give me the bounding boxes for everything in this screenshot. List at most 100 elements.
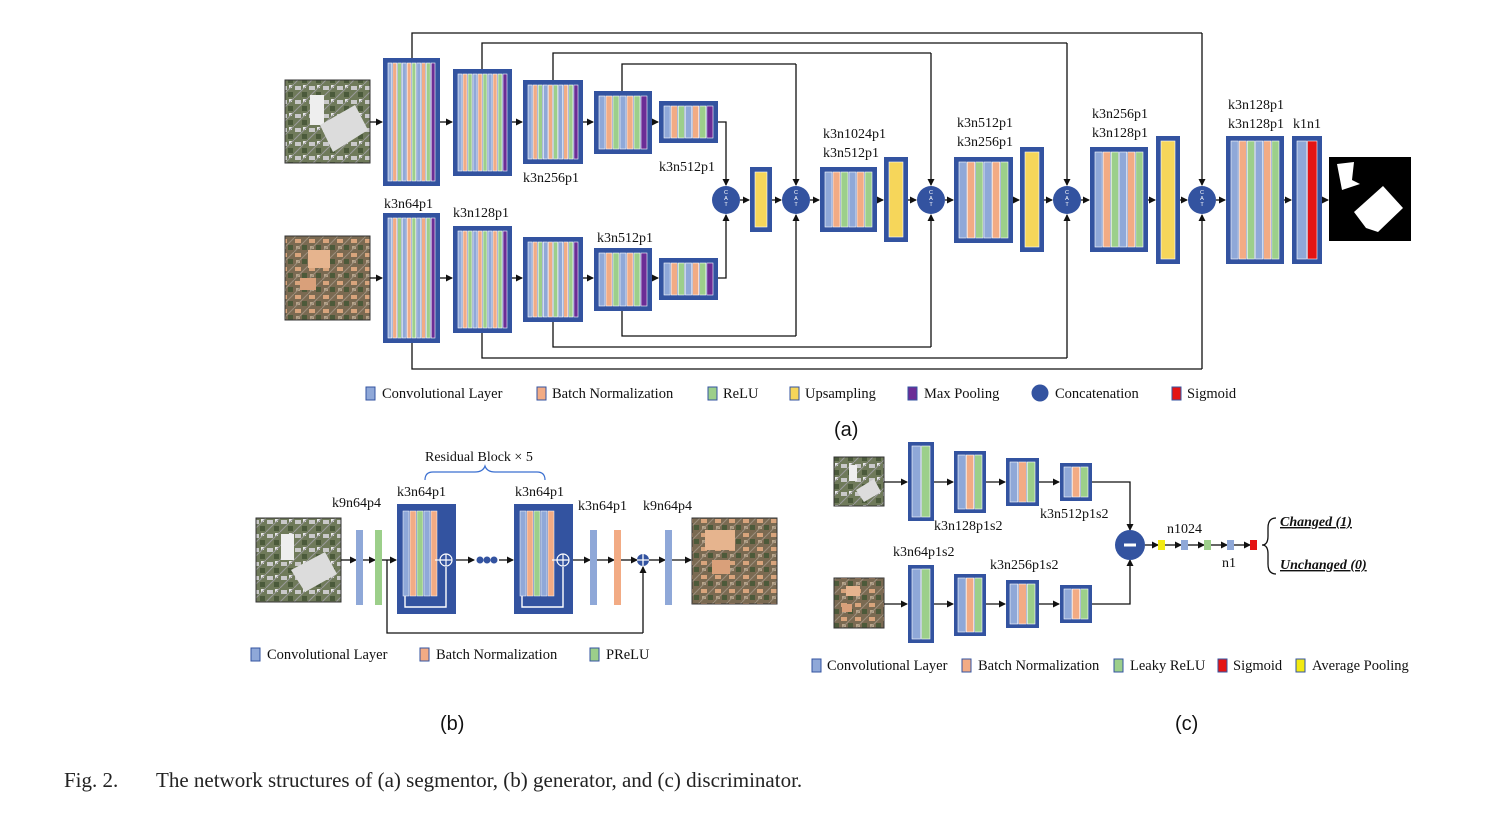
legend-c-sigmoid: Sigmoid — [1233, 658, 1283, 674]
segmentor-arrows — [370, 118, 1329, 282]
upsampling-layer — [888, 161, 904, 238]
batchnorm-layer — [430, 510, 438, 597]
upsampling-block-1 — [750, 167, 772, 232]
legend-c: Convolutional Layer Batch Normalization … — [811, 658, 1409, 674]
relu-layer — [677, 262, 685, 296]
relu-layer — [612, 95, 620, 150]
relu-layer — [677, 105, 685, 139]
conv-layer — [402, 510, 410, 597]
batchnorm-layer — [605, 95, 613, 150]
relu-layer — [1271, 140, 1280, 260]
legend-c-bn: Batch Normalization — [978, 658, 1100, 674]
a-label-dec2-line2: k3n256p1 — [957, 135, 1013, 150]
batchnorm-layer — [477, 73, 483, 172]
conv-layer — [1119, 151, 1127, 248]
encoder-t1-block-4 — [594, 91, 652, 154]
prelu-layer — [533, 510, 541, 597]
conv-layer — [487, 230, 493, 329]
legend-c-avgpool: Average Pooling — [1312, 658, 1409, 674]
concat-node-5: CAT — [1188, 186, 1216, 214]
b-label-k9n64p4-first: k9n64p4 — [332, 496, 381, 511]
batchnorm-layer — [409, 510, 417, 597]
panel-a-label: (a) — [834, 419, 858, 441]
cat-letter: T — [724, 202, 728, 208]
residual-brace — [424, 464, 546, 481]
encoder-t2-block-5 — [659, 258, 718, 300]
a-label-dec3-line1: k3n256p1 — [1092, 107, 1148, 122]
batchnorm-layer — [966, 454, 974, 510]
batchnorm-layer — [526, 510, 534, 597]
caption-text: The network structures of (a) segmentor,… — [156, 768, 803, 792]
legend-a-upsampling: Upsampling — [805, 386, 876, 402]
relu-layer — [975, 161, 984, 239]
generator-output-image — [691, 517, 778, 605]
a-label-dec1-line2: k3n512p1 — [823, 146, 879, 161]
c-label-k3n512p1s2: k3n512p1s2 — [1040, 507, 1108, 522]
conv-layer — [457, 230, 463, 329]
relu-layer — [467, 230, 473, 329]
relu-layer — [633, 252, 641, 307]
conv-layer — [911, 568, 921, 640]
a-label-enc2-k3n64p1: k3n64p1 — [384, 197, 433, 212]
conv-layer — [423, 510, 431, 597]
residual-add-cross — [440, 554, 452, 566]
legend-a-maxpool: Max Pooling — [924, 386, 999, 402]
concat-node-4: CAT — [1053, 186, 1081, 214]
relu-layer — [568, 84, 574, 160]
a-label-enc2-k3n512p1: k3n512p1 — [597, 231, 653, 246]
conv-layer — [685, 105, 692, 139]
batchnorm-layer — [1263, 140, 1272, 260]
cat-letter: C — [1065, 190, 1069, 196]
batchnorm-layer — [966, 577, 974, 633]
residual-block-label: Residual Block × 5 — [425, 450, 533, 465]
connector — [411, 32, 1202, 58]
batchnorm-layer — [670, 105, 678, 139]
c-label-k3n256p1s2: k3n256p1s2 — [990, 558, 1058, 573]
batchnorm-layer — [1018, 461, 1027, 503]
conv-layer — [958, 161, 967, 239]
conv-layer — [663, 262, 671, 296]
relu-layer — [1111, 151, 1119, 248]
upsampling-block-4 — [1156, 136, 1180, 264]
minus-sign — [1124, 543, 1136, 547]
batchnorm-layer — [406, 217, 412, 339]
conv-layer — [663, 105, 671, 139]
concat-node-1: CAT — [712, 186, 740, 214]
ellipsis-dot — [490, 556, 498, 564]
c-label-k3n64p1s2: k3n64p1s2 — [893, 545, 954, 560]
encoder-t1-block-3 — [523, 80, 583, 164]
b-label-k3n64p1-res1: k3n64p1 — [397, 485, 446, 500]
relu-layer — [1080, 588, 1089, 620]
maxpool-layer — [573, 241, 579, 318]
conv-layer — [590, 530, 597, 605]
conv-layer — [1009, 583, 1018, 625]
input-image-t1 — [284, 79, 371, 164]
legend-b: Convolutional Layer Batch Normalization … — [250, 647, 650, 663]
maxpool-layer — [573, 84, 579, 160]
conv-layer — [416, 62, 421, 182]
decoder-block-3 — [1090, 147, 1148, 252]
cat-letter: T — [929, 202, 933, 208]
conv-layer — [1009, 461, 1018, 503]
relu-layer — [840, 171, 849, 228]
maxpool-layer — [502, 73, 508, 172]
conv-layer — [387, 62, 393, 182]
conv-layer — [540, 510, 548, 597]
conv-layer — [527, 241, 533, 318]
a-label-dec4-line1: k3n128p1 — [1228, 98, 1284, 113]
conv-layer — [1296, 140, 1307, 260]
conv-layer — [1063, 588, 1072, 620]
prelu-layer — [416, 510, 424, 597]
encoder-t1-block-2 — [453, 69, 512, 176]
encoder-t2-block-4 — [594, 248, 652, 311]
figure-caption: Fig. 2.The network structures of (a) seg… — [64, 768, 802, 793]
ellipsis-dot — [483, 556, 491, 564]
encoder-t1-block-1 — [383, 58, 440, 186]
connector — [552, 52, 931, 80]
conv-layer — [1094, 151, 1103, 248]
concatenation-icon — [1053, 186, 1081, 214]
batchnorm-layer — [547, 510, 555, 597]
